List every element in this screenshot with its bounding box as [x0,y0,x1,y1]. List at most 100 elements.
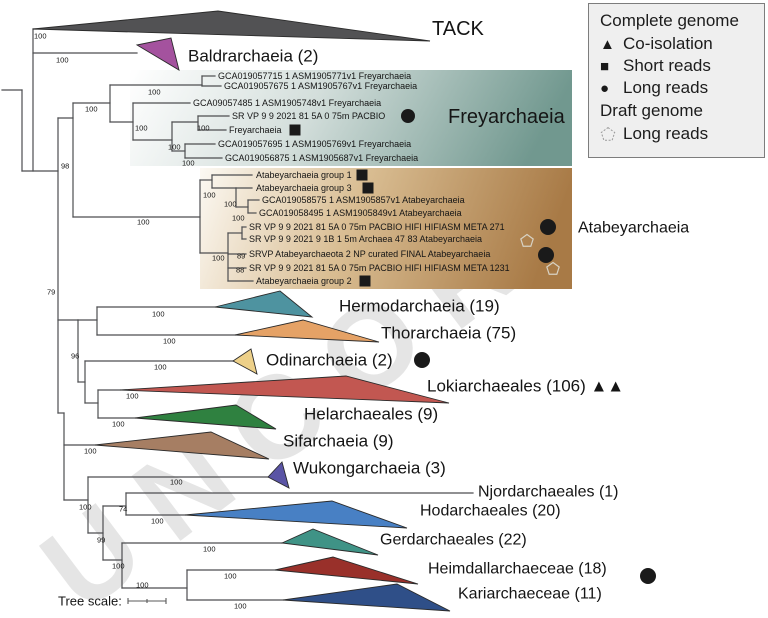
atabeyarchaeia-group-label: Atabeyarchaeia [578,220,689,237]
leaf-label-atabeyarchaeia[interactable]: SR VP 9 9 2021 9 1B 1 5m Archaea 47 83 A… [249,234,482,244]
bootstrap-value: 100 [126,392,139,401]
tree-scale-bar [127,598,167,604]
clade-label-thorarchaeia[interactable]: Thorarchaeia (75) [381,324,516,343]
clade-triangle-hodarchaeales[interactable] [184,500,408,529]
clade-triangle-thorarchaeia[interactable] [234,319,380,343]
bootstrap-value: 100 [84,447,97,456]
legend-item-label: Long reads [623,78,709,97]
clade-triangle-helarchaeales[interactable] [134,404,277,430]
draft-long-reads-pentagon-icon [520,233,534,247]
bootstrap-value: 99 [97,536,105,545]
bootstrap-value: 100 [137,218,150,227]
leaf-label-atabeyarchaeia[interactable]: GCA019058575 1 ASM1905857v1 Atabeyarchae… [262,195,465,205]
leaf-label-atabeyarchaeia[interactable]: SR VP 9 9 2021 81 5A 0 75m PACBIO HIFI H… [249,222,505,232]
clade-triangle-sifarchaeia[interactable] [94,431,270,460]
clade-label-njordarchaeales[interactable]: Njordarchaeales (1) [478,484,619,501]
bootstrap-value: 89 [237,252,245,261]
clade-triangle-hermodarchaeia[interactable] [214,290,314,318]
freyarchaeia-group-label: Freyarchaeia [448,106,566,128]
clade-triangle-odinarchaeia[interactable] [232,348,258,375]
clade-triangle-gerdarchaeales[interactable] [280,528,379,556]
clade-label-helarchaeales[interactable]: Helarchaeales (9) [304,405,438,424]
clade-label-wukongarchaeia[interactable]: Wukongarchaeia (3) [293,459,446,478]
clade-triangle-kariarchaeceae[interactable] [282,583,451,612]
bootstrap-value: 96 [71,352,79,361]
leaf-label-atabeyarchaeia[interactable]: SRVP Atabeyarchaeota 2 NP curated FINAL … [249,249,490,259]
clade-label-tack[interactable]: TACK [432,18,485,40]
leaf-label-freyarchaeia[interactable]: GCA019056875 1 ASM1905687v1 Freyarchaeia [225,153,418,163]
leaf-label-atabeyarchaeia[interactable]: Atabeyarchaeia group 2 [256,276,352,286]
bootstrap-value: 100 [56,56,69,65]
legend-item-label: Co-isolation [623,34,713,53]
short-reads-square-icon [289,124,301,136]
legend-box: Complete genome ▲ Co-isolation ■ Short r… [588,3,765,158]
clade-label-sifarchaeia[interactable]: Sifarchaeia (9) [283,432,394,451]
legend-item-co-isolation: ▲ Co-isolation [600,33,764,55]
bootstrap-value: 100 [148,88,161,97]
bootstrap-value: 100 [154,363,167,372]
clade-label-hodarchaeales[interactable]: Hodarchaeales (20) [420,503,561,520]
leaf-label-freyarchaeia[interactable]: GCA019057675 1 ASM1905767v1 Freyarchaeia [224,81,417,91]
clade-triangle-heimdallarchaeceae[interactable] [274,556,419,585]
bootstrap-value: 100 [224,200,237,209]
leaf-label-freyarchaeia[interactable]: Freyarchaeia [229,125,282,135]
legend-item-long-reads-complete: ● Long reads [600,77,764,99]
leaf-label-freyarchaeia[interactable]: GCA09057485 1 ASM1905748v1 Freyarchaeia [193,98,381,108]
bootstrap-value: 100 [203,191,216,200]
legend-title-complete-genome: Complete genome [600,11,739,30]
bootstrap-value: 100 [203,545,216,554]
legend-item-label: Long reads [623,124,709,143]
leaf-label-atabeyarchaeia[interactable]: SR VP 9 9 2021 81 5A 0 75m PACBIO HIFI H… [249,263,510,273]
bootstrap-value: 100 [79,503,92,512]
clade-triangle-tack[interactable] [32,10,431,42]
clade-label-odinarchaeia[interactable]: Odinarchaeia (2) [266,351,393,370]
clade-label-hermodarchaeia[interactable]: Hermodarchaeia (19) [339,297,500,316]
bootstrap-value: 100 [85,105,98,114]
bootstrap-value: 100 [170,478,183,487]
clade-label-kariarchaeceae[interactable]: Kariarchaeceae (11) [458,586,602,603]
tree-scale-label: Tree scale: [58,594,122,609]
leaf-label-freyarchaeia[interactable]: GCA019057715 1 ASM1905771v1 Freyarchaeia [218,71,411,81]
bootstrap-value: 88 [236,266,244,275]
long-reads-circle-icon [538,247,554,263]
clade-label-heimdallarchaeceae[interactable]: Heimdallarchaeceae (18) [428,561,607,578]
bootstrap-value: 100 [151,517,164,526]
clade-label-lokiarchaeales[interactable]: Lokiarchaeales (106) ▲▲ [427,377,624,396]
bootstrap-value: 100 [224,572,237,581]
bootstrap-value: 100 [135,124,148,133]
draft-long-reads-pentagon-icon [546,261,560,275]
short-reads-square-icon [359,275,371,287]
bootstrap-value: 100 [182,159,195,168]
bootstrap-value: 98 [61,162,69,171]
clade-label-gerdarchaeales[interactable]: Gerdarchaeales (22) [380,532,527,549]
legend-title-draft-genome: Draft genome [600,101,703,120]
short-reads-square-icon [356,169,368,181]
circle-filled-icon: ● [600,79,610,97]
tree-branches [1,28,474,601]
atabeyarchaeia-highlight-box [200,168,572,289]
long-reads-circle-icon [401,109,415,123]
bootstrap-value: 100 [163,337,176,346]
bootstrap-value: 100 [34,32,47,41]
leaf-label-freyarchaeia[interactable]: SR VP 9 9 2021 81 5A 0 75m PACBIO [232,111,385,121]
leaf-label-atabeyarchaeia[interactable]: Atabeyarchaeia group 3 [256,183,352,193]
legend-item-long-reads-draft: Long reads [600,123,764,145]
clade-triangle-wukongarchaeia[interactable] [267,461,290,489]
square-filled-icon: ■ [600,57,610,75]
leaf-label-atabeyarchaeia[interactable]: Atabeyarchaeia group 1 [256,170,352,180]
bootstrap-value: 100 [112,420,125,429]
bootstrap-value: 100 [168,143,181,152]
bootstrap-value: 79 [47,288,55,297]
leaf-label-atabeyarchaeia[interactable]: GCA019058495 1 ASM1905849v1 Atabeyarchae… [259,208,462,218]
triangle-filled-icon: ▲ [600,35,615,53]
pentagon-outline-icon [600,126,623,142]
bootstrap-value: 100 [232,214,245,223]
clade-triangle-baldrarchaeia[interactable] [135,37,180,71]
leaf-label-freyarchaeia[interactable]: GCA019057695 1 ASM1905769v1 Freyarchaeia [218,139,411,149]
clade-triangle-lokiarchaeales[interactable] [119,375,450,404]
bootstrap-value: 100 [152,310,165,319]
clade-label-baldrarchaeia[interactable]: Baldrarchaeia (2) [188,47,318,66]
long-reads-circle-icon [414,352,430,368]
